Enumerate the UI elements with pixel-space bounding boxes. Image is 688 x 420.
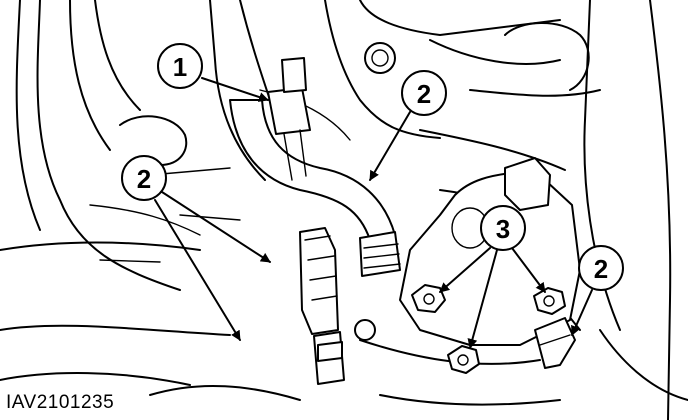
- top-bolt: [364, 42, 396, 74]
- callout-3-label: 3: [496, 214, 510, 244]
- callout-2-right-label: 2: [594, 254, 608, 284]
- hose-clamp: [299, 227, 345, 385]
- mounting-bolts: [354, 284, 566, 374]
- callout-3: 3: [480, 205, 526, 251]
- leader-1: [201, 77, 269, 102]
- leader-2-right: [571, 289, 593, 336]
- leader-2-top: [369, 111, 411, 181]
- bracket-housing: [399, 157, 581, 346]
- leader-2-left-b: [154, 199, 241, 341]
- callout-1: 1: [157, 43, 203, 89]
- callout-2-top-label: 2: [417, 79, 431, 109]
- callout-2-right: 2: [578, 245, 624, 291]
- bolt-left: [411, 284, 446, 313]
- leader-3-c: [511, 247, 546, 293]
- leader-3-a: [439, 247, 491, 293]
- leader-lines: [154, 77, 593, 349]
- callout-2-left-label: 2: [137, 164, 151, 194]
- callout-1-label: 1: [173, 52, 187, 82]
- bolt-bottom: [447, 345, 480, 374]
- sensor-connector: [267, 57, 311, 181]
- leader-2-left-a: [161, 191, 271, 263]
- figure-id-caption: IAV2101235: [6, 392, 115, 413]
- bolt-center: [354, 319, 376, 341]
- lower-right-clamp: [534, 317, 576, 369]
- callout-2-left: 2: [121, 155, 167, 201]
- callout-2-top: 2: [401, 70, 447, 116]
- bolt-right: [533, 287, 566, 315]
- leader-3-b: [467, 249, 498, 349]
